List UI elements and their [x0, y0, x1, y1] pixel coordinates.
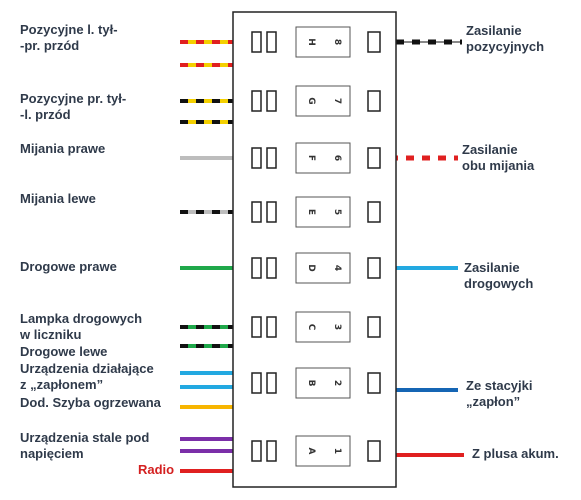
contact-left-F [251, 147, 262, 169]
fuse-number-4: 4 [332, 265, 342, 271]
fuse-letter-H: H [306, 38, 316, 46]
contact-left2-D [266, 257, 277, 279]
label-urzadzenia-zaplon: Urządzenia działające z „zapłonem” [20, 361, 154, 392]
contact-left-E [251, 201, 262, 223]
label-mijania-prawe: Mijania prawe [20, 141, 106, 156]
contact-left-B [251, 372, 262, 394]
contact-left2-A [266, 440, 277, 462]
label-pozycyjne-pr-tyl: Pozycyjne pr. tył- -l. przód [20, 91, 127, 122]
contact-left-G [251, 90, 262, 112]
fuse-number-2: 2 [332, 380, 342, 386]
fuse-letter-G: G [306, 97, 316, 104]
contact-left2-F [266, 147, 277, 169]
label-ze-stacyjki: Ze stacyjki „zapłon” [466, 378, 533, 409]
fuse-body-D [295, 252, 351, 284]
contact-right-G [367, 90, 381, 112]
contact-left2-B [266, 372, 277, 394]
label-mijania-lewe: Mijania lewe [20, 191, 96, 206]
fuse-body-A [295, 435, 351, 467]
label-drogowe-lewe: Drogowe lewe [20, 344, 108, 359]
fuse-number-5: 5 [332, 209, 342, 215]
label-zasilanie-pozycyjnych: Zasilanie pozycyjnych [466, 23, 545, 54]
fuse-letter-F: F [306, 155, 316, 161]
contact-right-H [367, 31, 381, 53]
fuse-body-E [295, 196, 351, 228]
fuse-letter-E: E [306, 209, 316, 215]
fuse-number-1: 1 [332, 448, 342, 454]
label-urzadzenia-stale: Urządzenia stale pod napięciem [20, 430, 150, 461]
fuse-number-3: 3 [332, 324, 342, 330]
contact-left-A [251, 440, 262, 462]
label-radio: Radio [138, 462, 175, 477]
fuse-body-F [295, 142, 351, 174]
fuse-body-G [295, 85, 351, 117]
fuse-letter-A: A [306, 448, 316, 455]
fuse-letter-B: B [306, 380, 316, 387]
fuse-number-7: 7 [332, 98, 342, 104]
fuse-number-8: 8 [332, 39, 342, 45]
fuse-box-outline [232, 11, 397, 488]
contact-right-B [367, 372, 381, 394]
contact-left2-C [266, 316, 277, 338]
label-szyba-ogrzewana: Dod. Szyba ogrzewana [20, 395, 161, 410]
contact-left2-H [266, 31, 277, 53]
contact-right-D [367, 257, 381, 279]
contact-right-A [367, 440, 381, 462]
contact-right-F [367, 147, 381, 169]
contact-left-C [251, 316, 262, 338]
fuse-body-H [295, 26, 351, 58]
fuse-body-C [295, 311, 351, 343]
contact-right-E [367, 201, 381, 223]
label-drogowe-prawe: Drogowe prawe [20, 259, 117, 274]
fuse-letter-C: C [306, 324, 316, 331]
contact-left-H [251, 31, 262, 53]
contact-left-D [251, 257, 262, 279]
fuse-body-B [295, 367, 351, 399]
label-zasilanie-drogowych: Zasilanie drogowych [464, 260, 534, 291]
contact-left2-G [266, 90, 277, 112]
label-z-plusa-akum: Z plusa akum. [472, 446, 559, 461]
contact-left2-E [266, 201, 277, 223]
label-lampka-drogowych: Lampka drogowych w liczniku [20, 311, 143, 342]
label-pozycyjne-l-tyl: Pozycyjne l. tył- -pr. przód [20, 22, 118, 53]
contact-right-C [367, 316, 381, 338]
fuse-letter-D: D [306, 264, 316, 271]
label-zasilanie-mijania: Zasilanie obu mijania [462, 142, 535, 173]
fuse-number-6: 6 [332, 155, 342, 161]
